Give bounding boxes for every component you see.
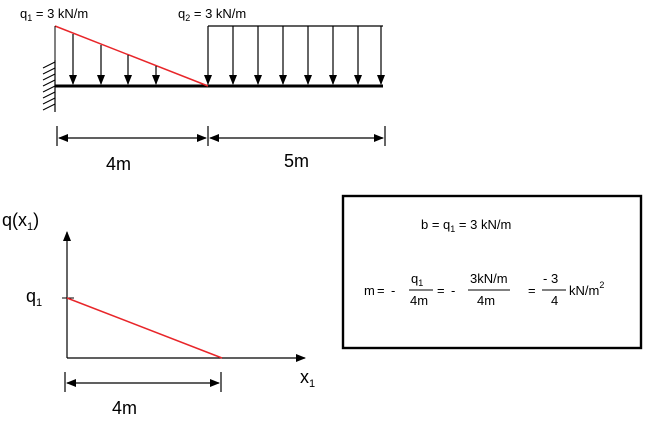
load-function-line [66, 297, 223, 359]
fixed-support [42, 60, 56, 112]
q1-load-label: q1 = 3 kN/m [20, 6, 88, 23]
svg-text:4m: 4m [410, 293, 428, 308]
y-axis-label: q(x1) [2, 210, 39, 233]
svg-text:=: = [437, 283, 445, 298]
dim-left-label: 4m [106, 154, 131, 174]
svg-text:m: m [364, 283, 375, 298]
load-graph: q(x1) q1 x1 4m [2, 210, 315, 418]
svg-text:-: - [391, 283, 395, 298]
svg-text:- 3: - 3 [543, 271, 558, 286]
q2-load-label: q2 = 3 kN/m [178, 6, 246, 23]
svg-text:kN/m2: kN/m2 [569, 280, 604, 298]
beam-dimensions [56, 126, 386, 146]
triangular-load-line [54, 25, 209, 87]
svg-text:3kN/m: 3kN/m [470, 271, 508, 286]
svg-text:4m: 4m [477, 293, 495, 308]
formula-box: b = q1 = 3 kN/m m = - q1 4m = - 3kN/m 4m… [341, 194, 643, 350]
b-equation: b = q1 = 3 kN/m [421, 217, 511, 234]
triangular-load-arrows [69, 34, 160, 85]
dim-right-label: 5m [284, 151, 309, 171]
uniform-load-arrows [204, 26, 385, 85]
x-axis-label: x1 [300, 367, 315, 390]
svg-text:q1: q1 [411, 271, 423, 288]
q1-tick-label: q1 [26, 286, 42, 309]
m-equation: m = - q1 4m = - 3kN/m 4m = - 3 4 kN/m2 [364, 271, 604, 308]
graph-dim-label: 4m [112, 398, 137, 418]
svg-text:=: = [377, 283, 385, 298]
svg-text:4: 4 [551, 293, 558, 308]
beam-diagram: q1 = 3 kN/m q2 = 3 kN/m 4m 5m [20, 6, 386, 174]
svg-text:-: - [451, 283, 455, 298]
graph-dimension [64, 372, 222, 392]
svg-text:=: = [528, 283, 536, 298]
